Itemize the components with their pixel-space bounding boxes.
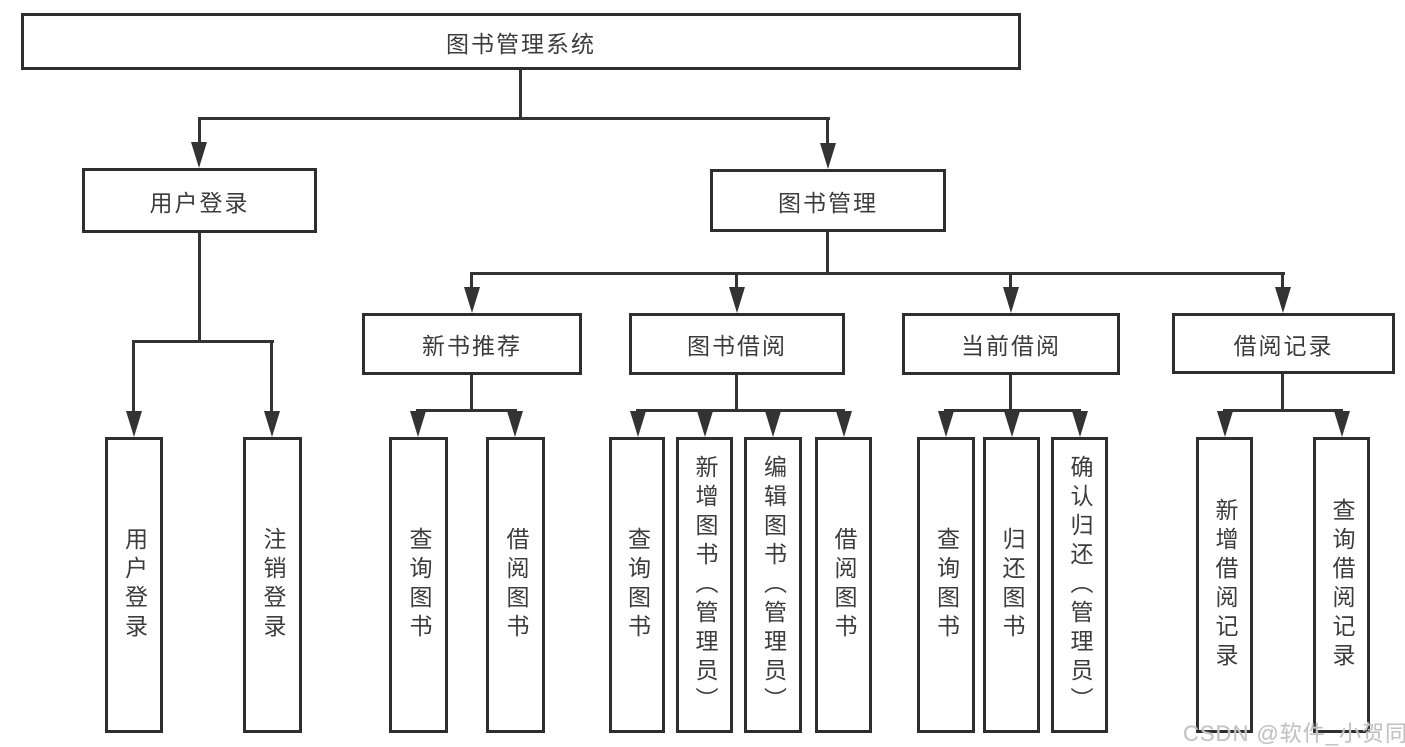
arrowhead-to-recommend-borrow <box>507 411 523 437</box>
connector-records-stub <box>1281 374 1284 409</box>
connector-to-book-management <box>826 117 829 144</box>
arrowhead-to-new-book-recommend <box>464 287 480 313</box>
connector-user-login-stub <box>198 233 201 340</box>
connector-recommend-stub <box>470 375 473 409</box>
connector-book-management-stub <box>826 232 829 272</box>
node-new-book-recommend: 新书推荐 <box>362 313 582 375</box>
leaf-recommend-borrow-books: 借阅图书 <box>486 437 545 733</box>
arrowhead-to-current-return <box>1004 411 1020 437</box>
arrowhead-to-borrowing-add <box>697 411 713 437</box>
leaf-borrowing-borrow-books: 借阅图书 <box>815 437 872 733</box>
connector-to-user-login <box>198 117 201 144</box>
leaf-recommend-query-books: 查询图书 <box>389 437 448 733</box>
leaf-user-login: 用户登录 <box>105 437 163 733</box>
arrowhead-to-borrowing-edit <box>765 411 781 437</box>
leaf-borrowing-query-books: 查询图书 <box>609 437 665 733</box>
arrowhead-to-book-management <box>820 143 836 169</box>
connector-to-current-borrowing <box>1009 272 1012 289</box>
connector-root-split <box>198 117 830 120</box>
arrowhead-to-records-add <box>1217 411 1233 437</box>
node-book-management: 图书管理 <box>710 169 946 232</box>
leaf-borrowing-edit-books-admin: 编辑图书（管理员） <box>744 437 802 733</box>
node-current-borrowing: 当前借阅 <box>902 313 1120 375</box>
node-root: 图书管理系统 <box>21 13 1021 70</box>
node-book-borrowing: 图书借阅 <box>629 313 845 375</box>
arrowhead-to-current-borrowing <box>1003 287 1019 313</box>
connector-root-stub <box>519 69 522 117</box>
connector-to-new-book-recommend <box>470 272 473 289</box>
leaf-current-return-books: 归还图书 <box>983 437 1040 733</box>
connector-borrowing-stub <box>735 375 738 409</box>
arrowhead-to-records-query <box>1334 411 1350 437</box>
connector-to-leaf-user-login <box>132 340 135 413</box>
connector-borrowing-split <box>636 409 845 412</box>
leaf-current-query-books: 查询图书 <box>917 437 975 733</box>
arrowhead-to-current-confirm <box>1072 411 1088 437</box>
arrowhead-to-user-login <box>191 142 207 168</box>
arrowhead-to-leaf-user-login <box>126 411 142 437</box>
arrowhead-to-current-query <box>938 411 954 437</box>
leaf-records-query-record: 查询借阅记录 <box>1313 437 1370 733</box>
arrowhead-to-leaf-logout <box>264 411 280 437</box>
node-borrowing-records: 借阅记录 <box>1172 313 1395 374</box>
connector-recommend-split <box>416 409 517 412</box>
connector-book-management-split <box>470 272 1285 275</box>
leaf-records-add-record: 新增借阅记录 <box>1196 437 1253 733</box>
connector-to-borrowing-records <box>1281 272 1284 289</box>
leaf-borrowing-add-books-admin: 新增图书（管理员） <box>676 437 733 733</box>
node-user-login: 用户登录 <box>82 168 317 233</box>
connector-to-book-borrowing <box>735 272 738 289</box>
leaf-logout: 注销登录 <box>243 437 302 733</box>
connector-current-stub <box>1009 375 1012 409</box>
connector-to-leaf-logout <box>270 340 273 413</box>
connector-records-split <box>1223 409 1343 412</box>
arrowhead-to-borrowing-records <box>1275 287 1291 313</box>
arrowhead-to-borrowing-borrow <box>836 411 852 437</box>
arrowhead-to-recommend-query <box>410 411 426 437</box>
connector-user-login-split <box>132 340 274 343</box>
arrowhead-to-borrowing-query <box>630 411 646 437</box>
leaf-current-confirm-return-admin: 确认归还（管理员） <box>1051 437 1108 733</box>
arrowhead-to-book-borrowing <box>729 287 745 313</box>
csdn-watermark: CSDN @软件_小贺同学 <box>1183 721 1405 746</box>
